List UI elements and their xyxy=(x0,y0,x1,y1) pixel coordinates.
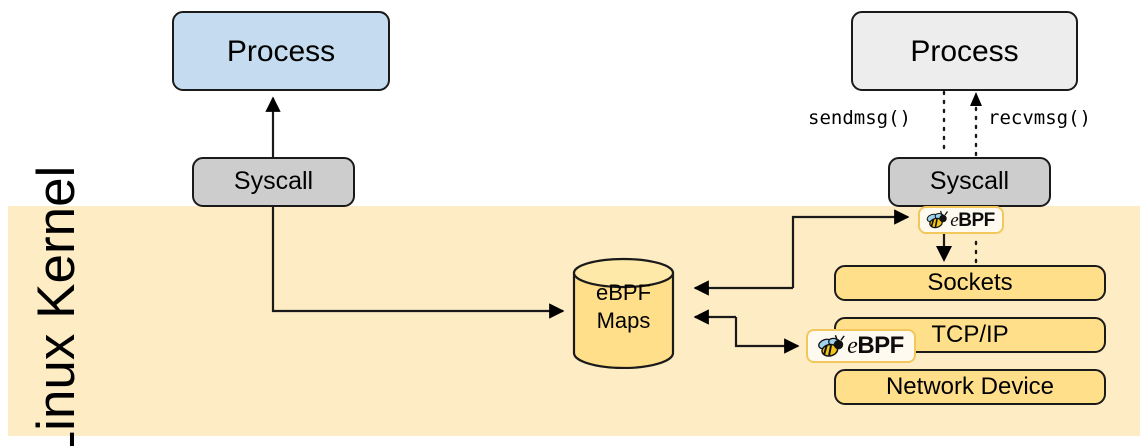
ebpf-badge-syscall-hook: eBPF xyxy=(918,206,1004,234)
recvmsg-label: recvmsg() xyxy=(988,107,1091,129)
ebpf-wordmark-e: e xyxy=(847,333,858,359)
sockets-box: Sockets xyxy=(834,265,1106,301)
ebpf-badge-tcpip-hook: eBPF xyxy=(806,329,916,363)
process-box-left: Process xyxy=(172,11,390,91)
tcpip-label: TCP/IP xyxy=(931,320,1009,348)
sendmsg-label: sendmsg() xyxy=(808,107,911,129)
sockets-label: Sockets xyxy=(927,268,1013,296)
linux-kernel-label: Linux Kernel xyxy=(22,166,92,446)
process-box-right: Process xyxy=(851,11,1078,91)
ebpf-wordmark: eBPF xyxy=(950,209,995,231)
ebpf-maps-cylinder: eBPF Maps xyxy=(572,257,675,370)
process-label-left: Process xyxy=(226,34,336,68)
ebpf-wordmark: eBPF xyxy=(847,332,904,359)
syscall-box-right: Syscall xyxy=(888,157,1051,207)
bee-icon xyxy=(816,334,846,359)
ebpf-wordmark-bpf: BPF xyxy=(958,209,995,231)
ebpf-wordmark-bpf: BPF xyxy=(857,332,904,359)
arrowhead-recvmsg xyxy=(970,92,982,106)
ebpf-wordmark-e: e xyxy=(950,209,959,231)
syscall-box-left: Syscall xyxy=(192,157,355,207)
bee-icon xyxy=(925,210,949,230)
cylinder-shape xyxy=(572,257,675,370)
network-device-label: Network Device xyxy=(885,372,1055,400)
network-device-box: Network Device xyxy=(834,369,1106,405)
syscall-label-right: Syscall xyxy=(929,167,1010,196)
kernel-label-text: Linux xyxy=(27,333,87,446)
syscall-label-left: Syscall xyxy=(233,167,314,196)
process-label-right: Process xyxy=(910,34,1019,68)
kernel-label-text-2: Kernel xyxy=(27,165,87,319)
